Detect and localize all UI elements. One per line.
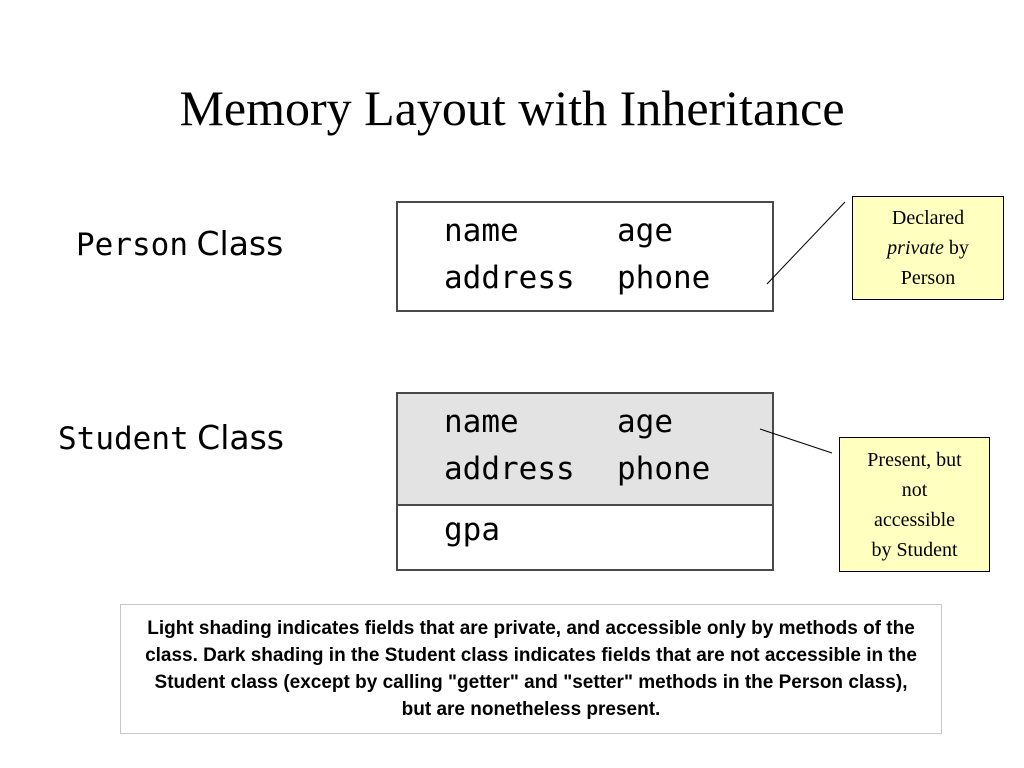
slide-title: Memory Layout with Inheritance: [179, 80, 845, 136]
student-inherited-section: name age address phone: [398, 394, 772, 504]
person-class-label: Person Class: [76, 224, 283, 265]
field-gpa: gpa: [444, 512, 500, 548]
field-age: age: [617, 213, 673, 249]
note-italic-private: private: [887, 237, 944, 259]
person-class-word: Class: [196, 224, 284, 263]
field-phone: phone: [617, 260, 711, 296]
field-phone: phone: [617, 451, 711, 487]
note-line: by: [943, 237, 969, 259]
student-own-section: gpa: [398, 504, 772, 569]
person-fields-section: name age address phone: [398, 203, 772, 310]
note-line: Declared: [891, 207, 965, 229]
field-name: name: [444, 404, 519, 440]
field-age: age: [617, 404, 673, 440]
student-class-name: Student: [58, 421, 189, 457]
note-line: by Student: [871, 538, 958, 561]
student-class-word: Class: [197, 418, 284, 457]
caption-text: Light shading indicates fields that are …: [145, 618, 917, 720]
field-address: address: [444, 451, 575, 487]
caption-box: Light shading indicates fields that are …: [120, 604, 942, 734]
note-line: accessible: [873, 508, 956, 531]
note-line: not: [901, 478, 928, 501]
present-note-callout: Present, but not accessible by Student: [839, 437, 990, 572]
field-name: name: [444, 213, 519, 249]
person-class-name: Person: [76, 227, 188, 263]
private-note-callout: Declared private by Person: [852, 196, 1004, 300]
private-note-leader: [766, 201, 846, 285]
student-class-label: Student Class: [58, 418, 284, 459]
note-line: Present, but: [867, 448, 962, 471]
person-memory-box: name age address phone: [396, 201, 774, 312]
student-memory-box: name age address phone gpa: [396, 392, 774, 571]
field-address: address: [444, 260, 575, 296]
present-note-leader: [759, 428, 833, 454]
note-line: Person: [900, 267, 956, 289]
